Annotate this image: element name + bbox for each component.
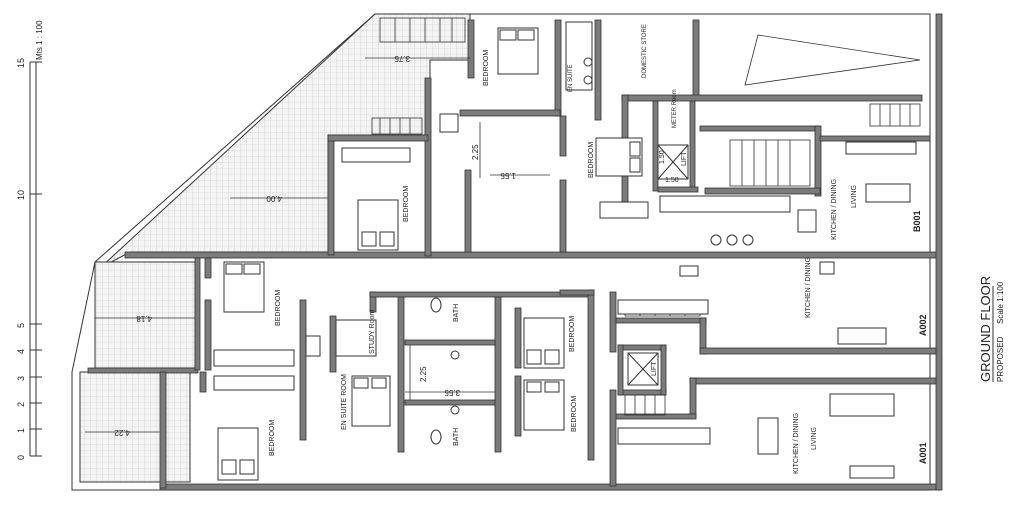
lift-shaft-upper xyxy=(657,144,689,180)
room-label-bedroom: BEDROOM xyxy=(571,396,578,432)
dimension-label: 1.55 xyxy=(500,171,516,180)
unit-label-b001: B001 xyxy=(912,210,922,232)
room-label-living: LIVING xyxy=(851,185,858,208)
scale-bar: Mts 1 : 100 15 10 5 4 3 2 1 0 xyxy=(16,20,44,460)
room-label-meter-room: METER Room xyxy=(672,89,678,128)
room-label-bedroom: BEDROOM xyxy=(275,290,282,326)
scale-tick-label: 1 xyxy=(16,428,26,433)
lift-shaft-lower xyxy=(627,352,659,386)
furniture xyxy=(213,21,917,481)
dimension-lines xyxy=(85,57,550,433)
dimension-label: 2.25 xyxy=(419,366,428,382)
dimension-label: 3.55 xyxy=(444,388,460,397)
room-label-bedroom: BEDROOM xyxy=(403,186,410,222)
drawing-title: GROUND FLOOR PROPOSED Scale 1:100 xyxy=(978,276,1005,382)
room-label-domestic-store: DOMESTIC STORE xyxy=(642,24,648,78)
title-scale: Scale 1:100 xyxy=(996,281,1005,324)
scale-caption: Mts 1 : 100 xyxy=(35,20,44,60)
scale-tick-label: 4 xyxy=(16,349,26,354)
room-label-bath: BATH xyxy=(453,428,460,446)
room-labels: BEDROOM EN SUITE DOMESTIC STORE METER Ro… xyxy=(269,24,858,474)
ramp-marking xyxy=(744,34,921,86)
unit-label-a002: A002 xyxy=(918,314,928,336)
scale-tick-label: 5 xyxy=(16,323,26,328)
scale-tick-label: 2 xyxy=(16,402,26,407)
room-label-bath: BATH xyxy=(453,304,460,322)
room-label-bedroom: BEDROOM xyxy=(483,50,490,86)
dimension-label: 4.00 xyxy=(266,194,282,203)
unit-label-a001: A001 xyxy=(918,442,928,464)
room-label-kitchen-dining: KITCHEN / DINING xyxy=(805,257,812,318)
site-boundary xyxy=(71,13,931,491)
room-label-lift: LIFT xyxy=(651,361,658,376)
room-label-bedroom: BEDROOM xyxy=(569,316,576,352)
room-label-study: STUDY Room xyxy=(369,310,376,354)
room-label-en-suite: EN SUITE xyxy=(568,64,574,92)
room-label-lift: LIFT xyxy=(681,151,688,166)
scale-tick-label: 3 xyxy=(16,376,26,381)
room-label-en-suite-room: EN SUITE ROOM xyxy=(341,374,348,430)
title-ground-floor: GROUND FLOOR xyxy=(978,276,993,382)
scale-tick-label: 15 xyxy=(16,58,26,68)
dimension-label: 3.75 xyxy=(394,54,410,63)
dimension-label: 4.18 xyxy=(136,314,152,323)
room-label-living: LIVING xyxy=(811,427,818,450)
title-proposed: PROPOSED xyxy=(996,336,1005,382)
scale-tick-label: 10 xyxy=(16,190,26,200)
scale-tick-label: 0 xyxy=(16,455,26,460)
dimension-label: 4.22 xyxy=(114,428,130,437)
walls xyxy=(87,13,943,491)
room-label-bedroom: BEDROOM xyxy=(588,142,595,178)
terraces xyxy=(79,13,471,483)
dimension-label: 1.50 xyxy=(665,177,679,184)
dimension-label: 2.25 xyxy=(471,144,480,160)
room-label-kitchen-dining: KITCHEN / DINING xyxy=(793,413,800,474)
room-label-kitchen-dining: KITCHEN / DINING xyxy=(831,179,838,240)
room-label-bedroom: BEDROOM xyxy=(269,420,276,456)
dimension-label: 1.50 xyxy=(659,150,666,164)
